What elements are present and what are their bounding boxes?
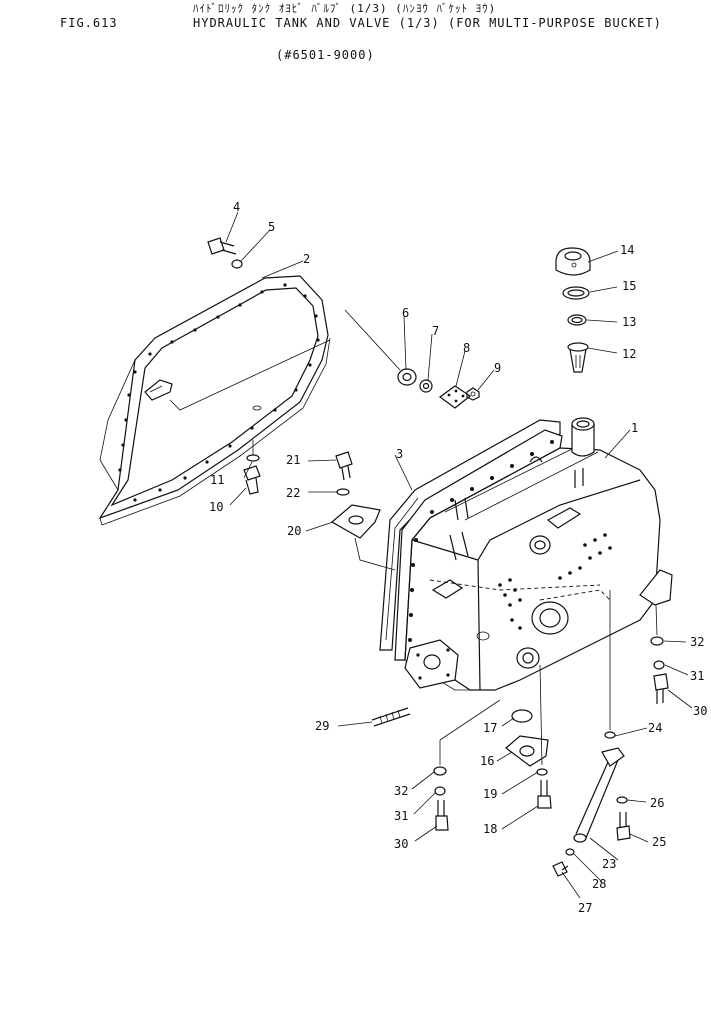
flange-20-part [330, 504, 381, 539]
leader-lines [225, 211, 693, 899]
pipe-23-part [573, 747, 625, 843]
o-ring-17-part [511, 709, 533, 723]
callout-30-left: 30 [394, 837, 408, 851]
callout-32-right: 32 [690, 635, 704, 649]
hydraulic-tank-part [379, 417, 673, 691]
o-ring-24-part [604, 731, 616, 739]
callout-11: 11 [210, 473, 224, 487]
callout-17: 17 [483, 721, 497, 735]
serial-range: (#6501-9000) [276, 48, 375, 62]
diagram-title: HYDRAULIC TANK AND VALVE (1/3) (FOR MULT… [193, 16, 662, 30]
japanese-title: ﾊｲﾄﾞﾛﾘｯｸ ﾀﾝｸ ｵﾖﾋﾞ ﾊﾞﾙﾌﾞ (1/3) (ﾊﾝﾖｳ ﾊﾞｹｯ… [193, 2, 497, 15]
cap-14-part [555, 247, 591, 276]
callout-23: 23 [602, 857, 616, 871]
seal-7-part [419, 379, 433, 393]
callout-15: 15 [622, 279, 636, 293]
assembly-lines [169, 309, 658, 766]
callout-9: 9 [494, 361, 501, 375]
callout-31-left: 31 [394, 809, 408, 823]
callout-16: 16 [480, 754, 494, 768]
callout-28: 28 [592, 877, 606, 891]
stud-29-part [371, 707, 411, 727]
callout-22: 22 [286, 486, 300, 500]
plug-27-part [552, 861, 569, 877]
washer-5-part [231, 259, 243, 269]
washer-32a-part [433, 766, 447, 776]
callout-25: 25 [652, 835, 666, 849]
washer-31a-part [434, 786, 446, 796]
seal-13-part [567, 314, 587, 326]
washer-31b-part [653, 660, 665, 670]
callout-10: 10 [209, 500, 223, 514]
callout-3: 3 [396, 447, 403, 461]
callout-12: 12 [622, 347, 636, 361]
washer-19-part [536, 768, 548, 776]
o-ring-28-part [565, 848, 575, 856]
strainer-12-part [567, 342, 589, 373]
seal-6-part [397, 368, 417, 386]
callout-labels: 1 2 3 4 5 6 7 8 9 10 11 12 13 14 15 16 1… [209, 200, 707, 915]
callout-4: 4 [233, 200, 240, 214]
washer-26-part [616, 796, 628, 804]
gasket-15-part [562, 286, 590, 300]
callout-21: 21 [286, 453, 300, 467]
callout-31-right: 31 [690, 669, 704, 683]
callout-20: 20 [287, 524, 301, 538]
plate-8-part [438, 385, 472, 409]
bolt-4-part [207, 237, 237, 255]
bolt-21-part [335, 451, 353, 481]
callout-14: 14 [620, 243, 634, 257]
tank-cover-part [98, 275, 331, 526]
figure-number: FIG.613 [60, 16, 118, 30]
o-ring-11-part [246, 454, 260, 462]
callout-30-right: 30 [693, 704, 707, 718]
washer-22-part [336, 488, 350, 496]
callout-7: 7 [432, 324, 439, 338]
callout-29: 29 [315, 719, 329, 733]
callout-5: 5 [268, 220, 275, 234]
callout-27: 27 [578, 901, 592, 915]
callout-19: 19 [483, 787, 497, 801]
plug-10-part [243, 465, 261, 495]
bolt-30b-part [653, 673, 669, 704]
bolt-25-part [616, 812, 631, 841]
bolt-30a-part [435, 800, 449, 831]
bolt-18-part [537, 780, 552, 809]
callout-6: 6 [402, 306, 409, 320]
callout-8: 8 [463, 341, 470, 355]
washer-32b-part [650, 636, 664, 646]
callout-13: 13 [622, 315, 636, 329]
callout-26: 26 [650, 796, 664, 810]
nut-9-part [466, 387, 480, 401]
callout-24: 24 [648, 721, 662, 735]
callout-18: 18 [483, 822, 497, 836]
flange-16-part [505, 735, 549, 767]
callout-2: 2 [303, 252, 310, 266]
callout-32-left: 32 [394, 784, 408, 798]
callout-1: 1 [631, 421, 638, 435]
